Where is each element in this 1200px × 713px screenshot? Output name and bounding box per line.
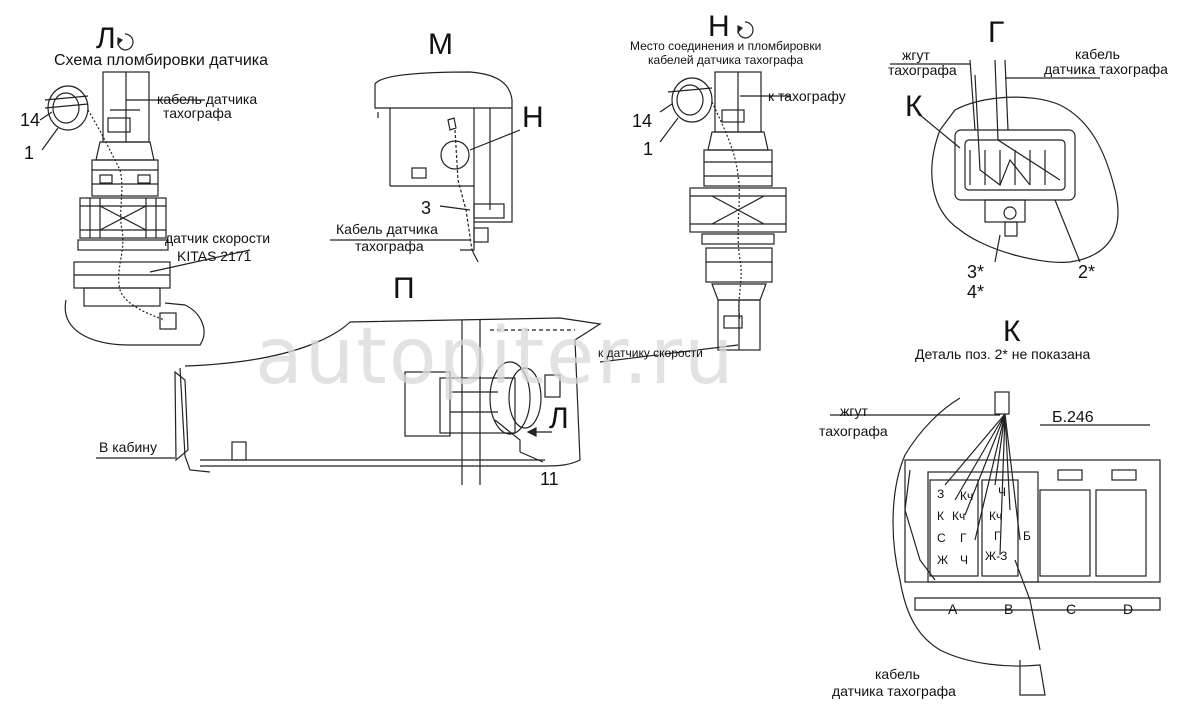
- view-l-pos-14: 14: [20, 110, 41, 130]
- view-k-note: Деталь поз. 2* не показана: [915, 346, 1091, 362]
- view-l-title: Л: [96, 22, 116, 55]
- view-k-title: К: [1003, 315, 1021, 348]
- view-g-pos-4: 4*: [967, 282, 985, 302]
- view-h-subtitle-2: кабелей датчика тахографа: [648, 53, 804, 67]
- view-l-drawing: [39, 33, 251, 346]
- view-h-pos-1: 1: [643, 139, 654, 159]
- view-h-pos-14: 14: [632, 111, 653, 131]
- pin-mid-1: Кч: [952, 509, 966, 523]
- view-g-cable-2: датчика тахографа: [1044, 61, 1168, 77]
- pin-left-2: С: [937, 531, 946, 545]
- pin-mid-2: Г: [960, 531, 967, 545]
- view-l-cable-label-2: тахографа: [163, 105, 232, 121]
- view-g-harness-1: жгут: [902, 47, 930, 63]
- view-l-pos-1: 1: [24, 143, 35, 163]
- view-p-to-cabin: В кабину: [99, 439, 158, 455]
- view-h-subtitle-1: Место соединения и пломбировки: [630, 39, 822, 53]
- view-l-sensor-label-2: KITAS 2171: [177, 248, 252, 264]
- view-k-harness-1: жгут: [840, 403, 868, 419]
- view-m-title: М: [428, 28, 453, 61]
- view-h-title: Н: [708, 10, 730, 43]
- view-p-pos-11: 11: [540, 469, 559, 489]
- pin-mid-3: Ч: [960, 553, 968, 567]
- view-g-harness-2: тахографа: [888, 62, 957, 78]
- section-c: C: [1066, 601, 1077, 617]
- view-k-block-label: Б.246: [1052, 409, 1094, 426]
- pin-right-3: Ж-З: [985, 549, 1008, 563]
- view-g-title: Г: [988, 16, 1005, 49]
- view-g-cable-1: кабель: [1075, 46, 1120, 62]
- pin-right-2: Г: [994, 529, 1001, 543]
- section-b: B: [1004, 601, 1014, 617]
- pin-mid-0: Кч: [960, 489, 974, 503]
- pin-left-3: Ж: [937, 553, 949, 567]
- view-l-subtitle: Схема пломбировки датчика: [54, 52, 269, 69]
- view-k-drawing: [830, 391, 1161, 696]
- view-l-sensor-label-1: датчик скорости: [165, 230, 271, 246]
- view-h-to-sensor: к датчику скорости: [598, 346, 703, 360]
- pin-b: Б: [1023, 529, 1031, 543]
- view-m-cable-label-2: тахографа: [355, 238, 424, 254]
- view-k-cable-1: кабель: [875, 666, 920, 682]
- view-h-to-tacho: к тахографу: [768, 88, 846, 104]
- view-h-drawing: [599, 21, 790, 363]
- view-p-callout-l: Л: [549, 402, 569, 435]
- view-k-cable-2: датчика тахографа: [832, 683, 956, 699]
- view-p-title: П: [393, 272, 415, 305]
- section-d: D: [1123, 601, 1134, 617]
- view-g-drawing: [890, 59, 1119, 263]
- view-m-drawing: [330, 71, 521, 263]
- view-m-callout-h: Н: [522, 101, 544, 134]
- view-l-cable-label-1: кабель датчика: [157, 91, 258, 107]
- view-p-drawing: [96, 317, 602, 485]
- pin-left-1: К: [937, 509, 944, 523]
- pin-right-1: Кч: [989, 509, 1003, 523]
- view-m-pos-3: 3: [421, 198, 432, 218]
- view-g-callout-k: К: [905, 90, 923, 123]
- view-g-pos-2: 2*: [1078, 262, 1096, 282]
- watermark-text: autopiter.ru: [255, 312, 736, 402]
- view-m-cable-label-1: Кабель датчика: [336, 221, 438, 237]
- view-k-harness-2: тахографа: [819, 423, 888, 439]
- pin-left-0: З: [937, 487, 945, 501]
- section-a: A: [948, 601, 958, 617]
- view-g-pos-3: 3*: [967, 262, 985, 282]
- pin-right-0: Ч: [998, 485, 1006, 499]
